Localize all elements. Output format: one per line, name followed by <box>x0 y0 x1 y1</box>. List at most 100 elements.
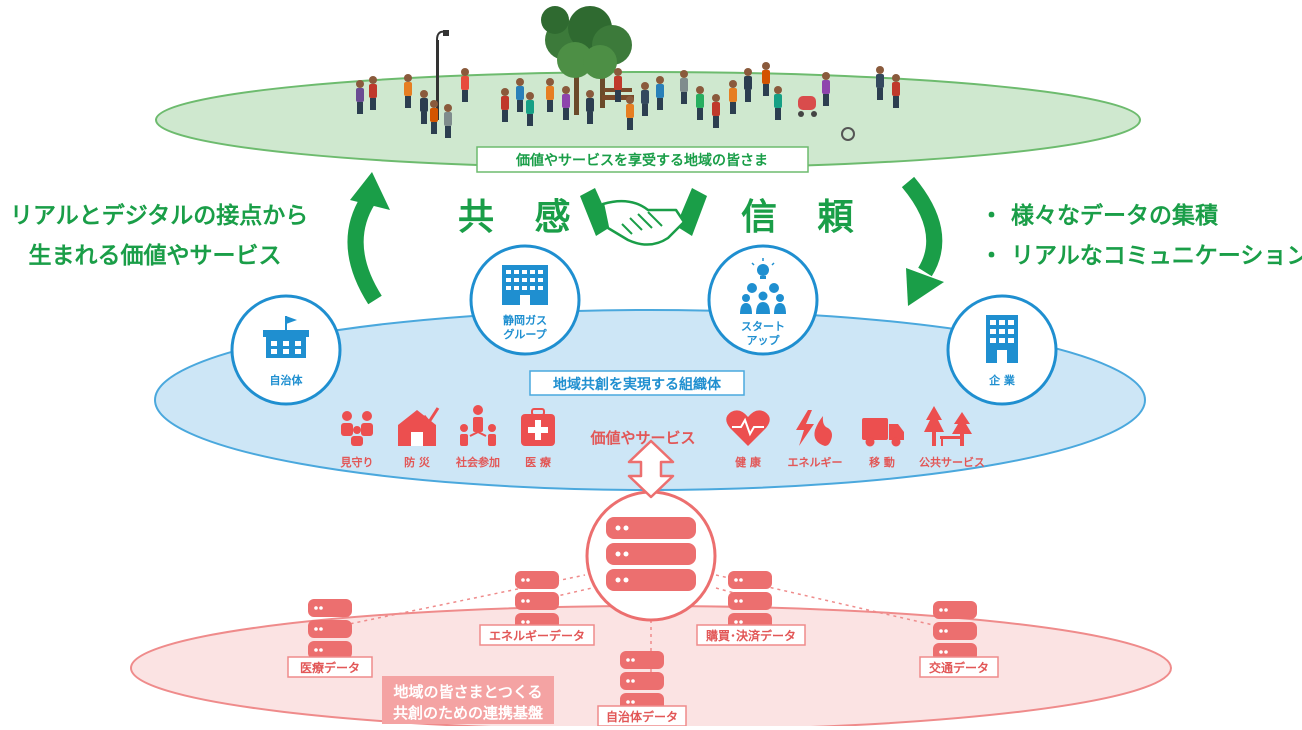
db-label-government: 自治体データ <box>597 705 687 727</box>
member-company: 企 業 <box>946 294 1058 406</box>
person-head <box>526 92 534 100</box>
service-label: 公共サービス <box>919 455 985 469</box>
person-legs <box>527 114 533 126</box>
member-startup: スタート アップ <box>707 244 819 356</box>
person-body <box>762 70 770 84</box>
member-label: 企 業 <box>988 373 1016 387</box>
person-body <box>461 76 469 90</box>
db-label-text: 自治体データ <box>606 709 678 724</box>
person-body <box>876 74 884 88</box>
person-head <box>696 86 704 94</box>
db-label-text: エネルギーデータ <box>489 628 585 643</box>
service-energy: エネルギー <box>788 410 843 469</box>
person-body <box>680 78 688 92</box>
company-building-icon <box>986 315 1018 363</box>
person-body <box>430 108 438 122</box>
person-legs <box>563 108 569 120</box>
person-head <box>404 74 412 82</box>
service-social: 社会参加 <box>455 405 500 469</box>
person-body <box>369 84 377 98</box>
person-body <box>420 98 428 112</box>
service-watch: 見守り <box>340 411 374 469</box>
service-health: 健 康 <box>726 410 770 469</box>
service-label: 見守り <box>340 455 374 469</box>
db-government <box>620 651 664 711</box>
person-body <box>774 94 782 108</box>
person-head <box>430 100 438 108</box>
person-body <box>526 100 534 114</box>
data-description: ・ 様々なデータの集積 ・ リアルなコミュニケーション <box>980 196 1302 276</box>
person-body <box>562 94 570 108</box>
person-body <box>712 102 720 116</box>
person-legs <box>502 110 508 122</box>
person-body <box>744 76 752 90</box>
park-people-illustration <box>356 6 900 141</box>
person-head <box>729 80 737 88</box>
organization-label: 地域共創を実現する組織体 <box>529 370 745 396</box>
person-head <box>744 68 752 76</box>
family-watch-icon <box>341 411 373 446</box>
community-icon <box>460 405 496 446</box>
value-description-line1: リアルとデジタルの接点から <box>10 203 309 229</box>
person-body <box>444 112 452 126</box>
person-legs <box>657 98 663 110</box>
person-legs <box>642 104 648 116</box>
data-description-line2: ・ リアルなコミュニケーション <box>980 243 1302 269</box>
person-legs <box>893 96 899 108</box>
person-legs <box>730 102 736 114</box>
person-body <box>656 84 664 98</box>
person-head <box>680 70 688 78</box>
empathy-word: 共 感 <box>458 197 585 238</box>
person-legs <box>823 94 829 106</box>
person-legs <box>357 102 363 114</box>
person-legs <box>763 84 769 96</box>
person-head <box>516 78 524 86</box>
db-purchase <box>728 571 772 631</box>
person-legs <box>431 122 437 134</box>
person-head <box>546 78 554 86</box>
person-body <box>404 82 412 96</box>
person-head <box>822 72 830 80</box>
person-body <box>729 88 737 102</box>
trust-word: 信 頼 <box>741 197 868 238</box>
member-label-line2: グループ <box>503 327 547 341</box>
service-label: 防 災 <box>404 455 431 469</box>
energy-flame-icon <box>796 410 832 446</box>
db-label-text: 購買･決済データ <box>705 628 796 643</box>
office-building-icon <box>502 265 548 305</box>
person-head <box>586 90 594 98</box>
person-body <box>546 86 554 100</box>
person-legs <box>445 126 451 138</box>
person-legs <box>775 108 781 120</box>
db-label-traffic: 交通データ <box>919 656 999 678</box>
handshake-icon <box>580 188 707 246</box>
member-label-line1: スタート <box>741 320 785 333</box>
service-label: 社会参加 <box>455 455 500 469</box>
service-label: エネルギー <box>788 455 843 469</box>
service-label: 移 動 <box>869 455 895 469</box>
service-mobility: 移 動 <box>862 418 904 469</box>
person-legs <box>370 98 376 110</box>
member-city-hall: 自治体 <box>230 294 342 406</box>
data-platform-label: 地域の皆さまとつくる 共創のための連携基盤 <box>382 676 554 724</box>
person-body <box>641 90 649 104</box>
person-legs <box>462 90 468 102</box>
community-label: 価値やサービスを享受する地域の皆さま <box>476 146 809 173</box>
city-hall-icon <box>263 316 309 358</box>
community-label-text: 価値やサービスを享受する地域の皆さま <box>515 152 768 169</box>
service-label: 医 療 <box>525 455 552 469</box>
person-body <box>696 94 704 108</box>
data-platform-label-line1: 地域の皆さまとつくる <box>393 683 542 701</box>
person-head <box>356 80 364 88</box>
person-legs <box>547 100 553 112</box>
right-down-arrow <box>901 176 944 306</box>
person-head <box>369 76 377 84</box>
person-body <box>516 86 524 100</box>
value-description: リアルとデジタルの接点から 生まれる価値やサービス <box>10 196 309 276</box>
person-legs <box>587 112 593 124</box>
person-legs <box>421 112 427 124</box>
person-head <box>656 76 664 84</box>
member-label-line1: 静岡ガス <box>503 313 547 327</box>
